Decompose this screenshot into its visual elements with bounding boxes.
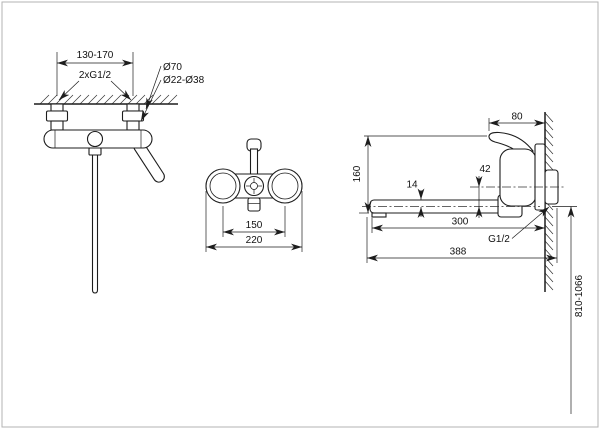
lever-stem bbox=[249, 148, 259, 177]
dim-overall-projection: 388 bbox=[366, 208, 558, 263]
dim-mount-spacing-text: 130-170 bbox=[77, 50, 114, 61]
right-escutcheon bbox=[267, 168, 303, 204]
aerator bbox=[371, 212, 387, 218]
label-diameters: Ø70 Ø22-Ø38 bbox=[140, 62, 205, 122]
dim-port-spacing-text: 150 bbox=[246, 220, 263, 231]
dim-installation-height: 810-1066 bbox=[552, 206, 585, 414]
dim-overall-width: 220 bbox=[205, 191, 303, 252]
thread-label-text: 2xG1/2 bbox=[79, 70, 112, 81]
dim-spout-reach: 300 bbox=[371, 217, 545, 233]
body-side bbox=[499, 148, 537, 207]
dim-overall-width-text: 220 bbox=[246, 235, 263, 246]
lever-handle-side bbox=[488, 131, 535, 154]
wall-plate bbox=[534, 143, 546, 211]
escutcheon-diameter-text: Ø70 bbox=[163, 62, 182, 73]
outlet-stub bbox=[247, 197, 261, 212]
dim-handle-projection-text: 80 bbox=[511, 112, 523, 123]
dim-outlet-offset: 42 bbox=[475, 164, 491, 218]
left-escutcheon bbox=[205, 168, 241, 204]
dim-installation-height-text: 810-1066 bbox=[574, 274, 585, 317]
dim-body-height: 160 bbox=[352, 135, 487, 214]
dim-mount-spacing: 130-170 bbox=[56, 50, 134, 96]
dim-outlet-offset-text: 42 bbox=[479, 164, 491, 175]
dim-handle-projection: 80 bbox=[488, 112, 545, 131]
cover-range-text: Ø22-Ø38 bbox=[163, 75, 205, 86]
cartridge-cap bbox=[243, 175, 265, 197]
dim-overall-projection-text: 388 bbox=[450, 247, 467, 258]
right-escutcheon-inner bbox=[271, 172, 299, 200]
diverter-cap bbox=[86, 130, 104, 148]
label-outlet-thread: G1/2 bbox=[488, 206, 550, 245]
wall-hatch-top bbox=[39, 94, 178, 105]
side-view bbox=[362, 112, 566, 292]
right-union bbox=[121, 103, 145, 131]
left-union bbox=[45, 103, 69, 131]
dim-spout-reach-text: 300 bbox=[452, 217, 469, 228]
label-thread-front: 2xG1/2 bbox=[58, 70, 132, 101]
shower-pipe bbox=[91, 154, 99, 294]
outlet-thread-text: G1/2 bbox=[488, 234, 510, 245]
face-view bbox=[205, 138, 303, 212]
dim-spout-rise-text: 14 bbox=[406, 180, 418, 191]
dim-port-spacing: 150 bbox=[222, 206, 286, 237]
front-view bbox=[34, 94, 178, 294]
left-escutcheon-inner bbox=[209, 172, 237, 200]
dim-spout-rise: 14 bbox=[406, 180, 425, 218]
spout-nut-front bbox=[88, 147, 102, 156]
dim-body-height-text: 160 bbox=[352, 165, 363, 182]
